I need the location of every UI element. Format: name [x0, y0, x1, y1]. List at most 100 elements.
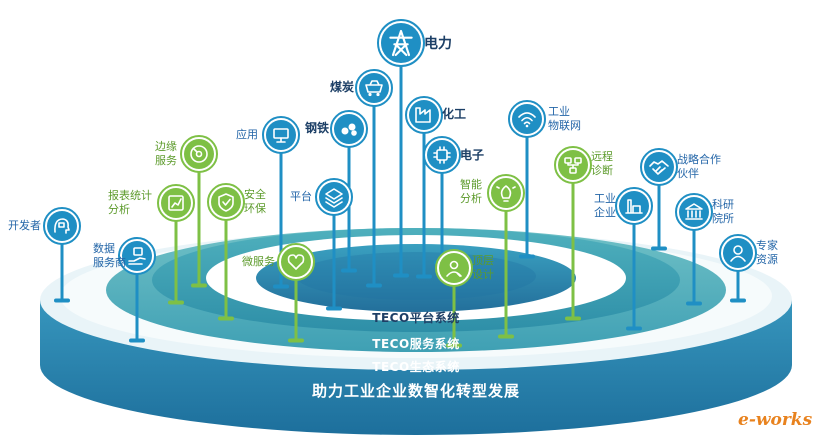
node-label-line: 化工 — [442, 107, 467, 121]
network-icon — [554, 146, 592, 184]
stem-foot-dingceng-sheji — [446, 343, 462, 348]
ring-label-ecosystem: TECO生态系统 — [372, 360, 460, 374]
node-label-line: 分析 — [108, 203, 130, 216]
stem-foot-weifuwu — [288, 338, 304, 343]
stem-foot-bianyuan-fuwu — [191, 283, 207, 288]
node-label-line: 顶层 — [472, 254, 494, 267]
stem-foot-zhuanjia — [730, 298, 746, 303]
factory-icon — [405, 96, 443, 134]
stem-foot-dianli — [393, 273, 409, 278]
node-label-bianyuan-fuwu: 边缘服务 — [155, 140, 177, 168]
power-tower-icon — [377, 19, 425, 67]
ring-platform — [256, 244, 576, 312]
node-label-line: 钢铁 — [305, 121, 330, 135]
chip-icon — [423, 136, 461, 174]
node-label-line: 电子 — [460, 148, 485, 162]
node-label-kaifazhe: 开发者 — [8, 219, 41, 233]
node-label-gongye-qiye: 工业企业 — [594, 192, 616, 220]
node-label-yingyong: 应用 — [236, 128, 258, 142]
node-label-line: 报表统计 — [108, 189, 152, 202]
disc-icon — [180, 135, 218, 173]
stem-foot-yingyong — [273, 284, 289, 289]
node-label-line: 企业 — [594, 206, 616, 219]
stem-foot-baobiao — [168, 300, 184, 305]
node-label-line: 工业 — [548, 105, 570, 118]
node-label-zhanlue: 战略合作伙伴 — [677, 153, 721, 181]
industry-icon — [615, 187, 653, 225]
node-label-gongye-wulianwang: 工业物联网 — [548, 105, 581, 133]
chart-icon — [157, 184, 195, 222]
user-design-icon — [435, 249, 473, 287]
stem-foot-zhineng-fenxi — [498, 334, 514, 339]
monitor-icon — [262, 116, 300, 154]
node-label-baobiao: 报表统计分析 — [108, 189, 152, 217]
stem-foot-shuju-fuwushang — [129, 338, 145, 343]
stem-foot-pingtai — [326, 306, 342, 311]
node-label-line: 电力 — [424, 36, 452, 52]
layers-icon — [315, 178, 353, 216]
stem-foot-kaifazhe — [54, 298, 70, 303]
node-label-line: 应用 — [236, 128, 258, 141]
node-label-dianli: 电力 — [424, 37, 452, 51]
stem-foot-zhanlue — [651, 246, 667, 251]
steel-coils-icon — [330, 110, 368, 148]
connector-stems — [54, 63, 746, 348]
node-label-meitan: 煤炭 — [330, 80, 354, 94]
node-label-dianzi: 电子 — [460, 148, 484, 162]
stem-foot-keyan — [686, 301, 702, 306]
node-label-line: 环保 — [244, 202, 266, 215]
node-label-line: 数据 — [93, 242, 115, 255]
node-label-line: 物联网 — [548, 119, 581, 132]
heart-icon — [277, 243, 315, 281]
stem-foot-gongye-wulianwang — [519, 254, 535, 259]
ring-label-service: TECO服务系统 — [372, 337, 460, 351]
node-label-line: 平台 — [290, 190, 312, 203]
stem-foot-gangtie — [341, 268, 357, 273]
node-label-line: 工业 — [594, 192, 616, 205]
node-label-line: 服务 — [155, 154, 177, 167]
ring-label-platform: TECO平台系统 — [372, 311, 460, 325]
node-label-line: 战略合作 — [677, 153, 721, 166]
eworks-logo: e-works — [738, 410, 813, 430]
node-label-huagong: 化工 — [442, 107, 466, 121]
node-label-line: 微服务 — [242, 255, 275, 268]
stem-foot-meitan — [366, 283, 382, 288]
node-label-line: 资源 — [756, 253, 778, 266]
stem-foot-anquan — [218, 316, 234, 321]
node-label-keyan: 科研院所 — [712, 198, 734, 226]
data-hand-icon — [118, 237, 156, 275]
node-label-pingtai: 平台 — [290, 190, 312, 204]
node-label-line: 科研 — [712, 198, 734, 211]
node-label-zhuanjia: 专家资源 — [756, 239, 778, 267]
node-icons — [43, 19, 757, 287]
node-label-line: 设计 — [472, 268, 494, 281]
shield-check-icon — [207, 183, 245, 221]
node-label-line: 智能 — [460, 178, 482, 191]
node-label-zhineng-fenxi: 智能分析 — [460, 178, 482, 206]
handshake-icon — [640, 148, 678, 186]
expert-icon — [719, 234, 757, 272]
wifi-icon — [508, 100, 546, 138]
developer-icon — [43, 207, 81, 245]
node-label-line: 煤炭 — [330, 80, 355, 94]
node-label-gangtie: 钢铁 — [305, 121, 329, 135]
node-label-line: 远程 — [591, 150, 613, 163]
node-label-line: 边缘 — [155, 140, 177, 153]
node-label-line: 安全 — [244, 188, 266, 201]
node-label-line: 开发者 — [8, 219, 41, 232]
node-label-line: 服务商 — [93, 256, 126, 269]
node-label-line: 伙伴 — [677, 167, 699, 180]
lightbulb-icon — [487, 174, 525, 212]
stem-foot-yuancheng-zhenduan — [565, 316, 581, 321]
node-label-line: 院所 — [712, 212, 734, 225]
mine-cart-icon — [355, 69, 393, 107]
stem-foot-huagong — [416, 274, 432, 279]
node-label-line: 专家 — [756, 239, 778, 252]
node-label-line: 诊断 — [591, 164, 613, 177]
node-label-anquan: 安全环保 — [244, 188, 266, 216]
node-label-dingceng-sheji: 顶层设计 — [472, 254, 494, 282]
stem-foot-gongye-qiye — [626, 326, 642, 331]
banner-slogan: 助力工业企业数智化转型发展 — [311, 382, 520, 400]
